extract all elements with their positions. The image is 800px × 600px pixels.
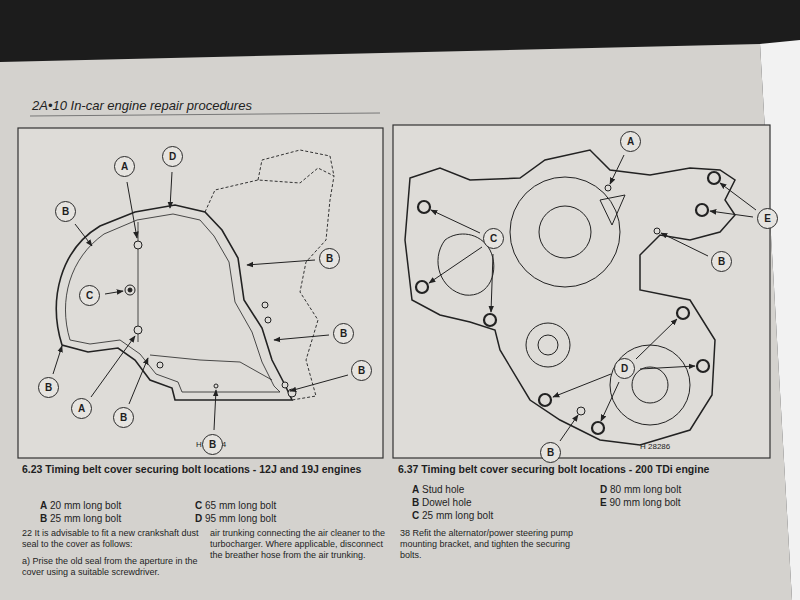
leader-lines	[429, 155, 756, 441]
callout-letter: B	[333, 323, 354, 344]
callout-letter: B	[113, 407, 134, 428]
key-entry: D 80 mm long bolt	[600, 484, 681, 496]
callout-letter: A	[71, 398, 92, 419]
callout-letter: D	[162, 146, 183, 167]
key-entry: A Stud hole	[412, 484, 464, 496]
callout-letter: A	[114, 156, 135, 177]
callout-letter: B	[319, 248, 340, 269]
body-text: air trunking connecting the air cleaner …	[210, 528, 390, 561]
engine-outline	[205, 150, 334, 400]
key-entry: C 65 mm long bolt	[195, 500, 276, 512]
figure-caption: 6.23 Timing belt cover securing bolt loc…	[22, 463, 377, 476]
callout-letter: B	[711, 251, 732, 272]
body-text: 38 Refit the alternator/power steering p…	[400, 528, 585, 561]
bolt-holes	[416, 172, 720, 434]
key-entry: D 95 mm long bolt	[195, 513, 276, 525]
body-text: a) Prise the old seal from the aperture …	[22, 556, 200, 578]
key-entry: B Dowel hole	[412, 497, 472, 509]
figure-frame	[393, 125, 770, 458]
callout-letter: B	[202, 434, 223, 455]
callout-letter: B	[540, 442, 561, 463]
timing-belt-cover	[56, 205, 292, 400]
leader-lines	[53, 172, 348, 430]
page	[0, 44, 792, 600]
callout-letter: C	[483, 228, 504, 249]
figure-caption: 6.37 Timing belt cover securing bolt loc…	[398, 463, 763, 476]
callout-letter: B	[351, 360, 372, 381]
body-text: 22 It is advisable to fit a new cranksha…	[22, 528, 200, 550]
callout-letter: B	[55, 201, 76, 222]
key-entry: E 90 mm long bolt	[600, 497, 681, 509]
callout-letter: A	[620, 131, 641, 152]
key-entry: C 25 mm long bolt	[412, 510, 493, 522]
bolt-holes	[125, 241, 296, 397]
callout-letter: E	[757, 208, 778, 229]
callout-letter: B	[38, 377, 59, 398]
key-entry: A 20 mm long bolt	[40, 500, 121, 512]
callout-letter: D	[614, 358, 635, 379]
page-header: 2A•10 In-car engine repair procedures	[32, 98, 252, 114]
callout-letter: C	[79, 285, 100, 306]
figure-frame	[18, 128, 383, 458]
key-entry: B 25 mm long bolt	[40, 513, 121, 525]
timing-belt-cover	[405, 150, 735, 445]
figure-number: H 28286	[640, 442, 670, 452]
holes	[577, 185, 660, 415]
